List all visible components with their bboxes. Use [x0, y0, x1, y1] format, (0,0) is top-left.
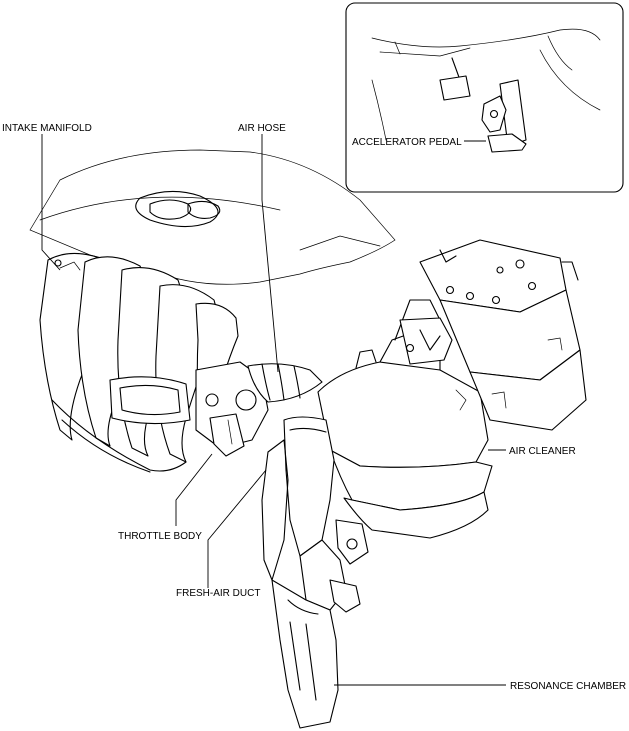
leader-throttle-body [175, 453, 213, 526]
brake-pedal [439, 57, 471, 101]
air-cleaner [317, 299, 493, 539]
label-air-hose: AIR HOSE [238, 123, 286, 134]
leader-air-hose [261, 134, 279, 373]
label-intake-manifold: INTAKE MANIFOLD [2, 123, 92, 134]
engine-cover [29, 149, 396, 285]
label-accelerator-pedal: ACCELERATOR PEDAL [352, 137, 462, 148]
resonance-chamber [271, 579, 361, 729]
leader-intake-manifold [41, 134, 61, 271]
inset-frame [345, 2, 624, 193]
accelerator-pedal [481, 79, 527, 153]
label-resonance-chamber: RESONANCE CHAMBER [510, 681, 626, 692]
leader-fresh-air-duct [207, 469, 267, 588]
label-air-cleaner: AIR CLEANER [509, 446, 576, 457]
leader-lines [41, 134, 506, 686]
battery-box [419, 239, 587, 431]
label-fresh-air-duct: FRESH-AIR DUCT [176, 588, 260, 599]
inset-accelerator-pedal [345, 2, 624, 193]
label-throttle-body: THROTTLE BODY [118, 531, 202, 542]
throttle-body [109, 361, 269, 457]
air-hose [247, 363, 323, 403]
